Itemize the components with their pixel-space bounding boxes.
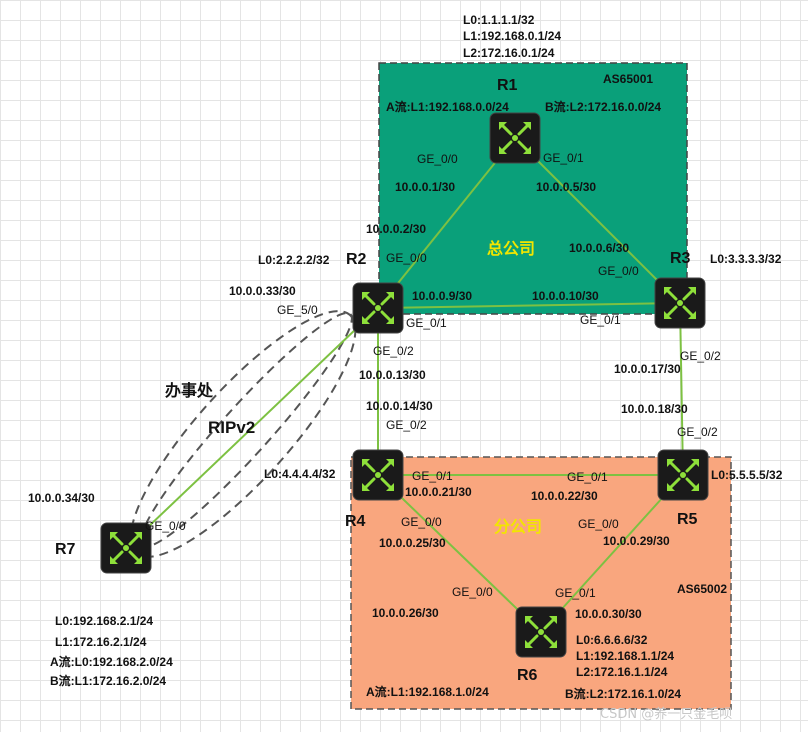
r1-r2-r1-ip: 10.0.0.1/30 [395,180,455,194]
r2-r4-r4-ip: 10.0.0.14/30 [366,399,433,413]
r1-r3-r1-ip: 10.0.0.5/30 [536,180,596,194]
router-r4-icon[interactable] [351,448,405,502]
r5-r6-r5-ip: 10.0.0.29/30 [603,534,670,548]
r1-r2-r2-interface: GE_0/0 [386,251,427,265]
r4-r6-r6-interface: GE_0/0 [452,585,493,599]
r6-flow-a: A流:L1:192.168.1.0/24 [366,684,489,699]
r4-r5-r4-interface: GE_0/1 [412,469,453,483]
r7-loopback-0: L0:192.168.2.1/24 [55,614,153,628]
router-r3-name: R3 [670,250,691,267]
r2-r7-r7-interface: GE_0/0 [145,519,186,533]
r1-flow-b: B流:L2:172.16.0.0/24 [545,99,661,114]
r6-loopback-2: L2:172.16.1.1/24 [576,665,668,679]
router-r5-icon[interactable] [656,448,710,502]
r3-loopback-0: L0:3.3.3.3/32 [710,252,782,266]
r1-loopback-1: L1:192.168.0.1/24 [463,29,561,43]
hq-zone [378,62,688,315]
r3-r5-r5-ip: 10.0.0.18/30 [621,402,688,416]
r1-loopback-2: L2:172.16.0.1/24 [463,46,555,60]
r4-r5-r5-interface: GE_0/1 [567,470,608,484]
r4-r5-r5-ip: 10.0.0.22/30 [531,489,598,503]
office-zone-label: 办事处 [165,381,214,400]
router-r6-name: R6 [517,667,538,684]
branch-zone-label: 分公司 [494,517,542,536]
r2-r4-r2-interface: GE_0/2 [373,344,414,358]
link-r3-r5 [679,302,684,476]
r2-r3-r2-ip: 10.0.0.9/30 [412,289,472,303]
r1-loopback-0: L0:1.1.1.1/32 [463,13,535,27]
router-r2-name: R2 [346,251,367,268]
r6-loopback-0: L0:6.6.6.6/32 [576,633,648,647]
rip-protocol-label: RIPv2 [208,418,255,437]
link-r2-r3 [377,302,681,309]
r1-r2-r2-ip: 10.0.0.2/30 [366,222,426,236]
link-r5-r6 [540,474,684,633]
r5-loopback-0: L0:5.5.5.5/32 [711,468,783,482]
r6-loopback-1: L1:192.168.1.1/24 [576,649,674,663]
router-r7-icon[interactable] [99,521,153,575]
hq-zone-label: 总公司 [487,239,535,258]
r1-r2-r1-interface: GE_0/0 [417,152,458,166]
r1-flow-a: A流:L1:192.168.0.0/24 [386,99,509,114]
link-r4-r6 [377,474,542,633]
r2-r4-r2-ip: 10.0.0.13/30 [359,368,426,382]
r3-r5-r3-interface: GE_0/2 [680,349,721,363]
r2-r3-r3-interface: GE_0/1 [580,313,621,327]
r6-flow-b: B流:L2:172.16.1.0/24 [565,686,681,701]
hq-as-label: AS65001 [603,72,653,86]
r2-loopback-0: L0:2.2.2.2/32 [258,253,330,267]
watermark: CSDN @养一只金毛呗 [600,706,732,722]
r7-loopback-1: L1:172.16.2.1/24 [55,635,147,649]
router-r6-icon[interactable] [514,605,568,659]
r2-r7-r2-interface: GE_5/0 [277,303,318,317]
r1-r3-r1-interface: GE_0/1 [543,151,584,165]
r2-r7-r2-ip: 10.0.0.33/30 [229,284,296,298]
r2-r4-r4-interface: GE_0/2 [386,418,427,432]
link-r1-r3 [514,137,681,304]
r5-r6-r6-interface: GE_0/1 [555,586,596,600]
r3-r5-r3-ip: 10.0.0.17/30 [614,362,681,376]
branch-as-label: AS65002 [677,582,727,596]
router-r2-icon[interactable] [351,281,405,335]
r5-r6-r5-interface: GE_0/0 [578,517,619,531]
r5-r6-r6-ip: 10.0.0.30/30 [575,607,642,621]
r4-r6-r4-interface: GE_0/0 [401,515,442,529]
router-r1-name: R1 [497,77,518,94]
link-r2-r7 [125,307,379,549]
r2-r7-r7-ip: 10.0.0.34/30 [28,491,95,505]
link-r1-r2 [377,137,516,309]
router-r3-icon[interactable] [653,276,707,330]
r2-r3-r3-ip: 10.0.0.10/30 [532,289,599,303]
router-r5-name: R5 [677,511,698,528]
r4-r5-r4-ip: 10.0.0.21/30 [405,485,472,499]
router-r1-icon[interactable] [488,111,542,165]
r2-r3-r2-interface: GE_0/1 [406,316,447,330]
r1-r3-r3-interface: GE_0/0 [598,264,639,278]
r7-flow-b: B流:L1:172.16.2.0/24 [50,673,166,688]
r7-flow-a: A流:L0:192.168.2.0/24 [50,654,173,669]
r4-r6-r6-ip: 10.0.0.26/30 [372,606,439,620]
r3-r5-r5-interface: GE_0/2 [677,425,718,439]
router-r7-name: R7 [55,541,76,558]
r4-loopback-0: L0:4.4.4.4/32 [264,467,336,481]
r4-r6-r4-ip: 10.0.0.25/30 [379,536,446,550]
r1-r3-r3-ip: 10.0.0.6/30 [569,241,629,255]
router-r4-name: R4 [345,513,366,530]
